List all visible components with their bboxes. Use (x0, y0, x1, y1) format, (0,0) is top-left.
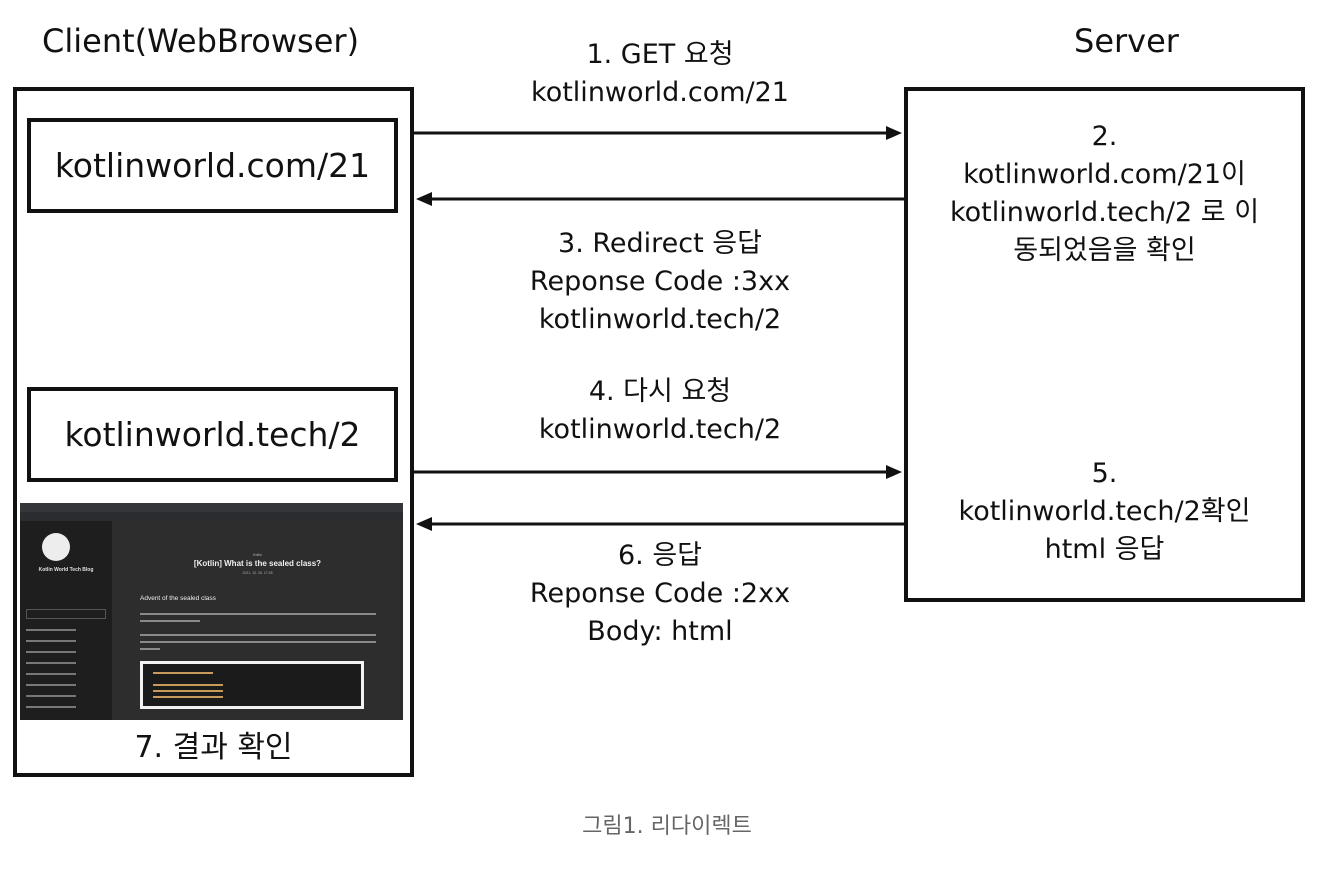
url-box-original: kotlinworld.com/21 (27, 118, 398, 213)
message-step3-line2: Reponse Code :3xx (529, 266, 791, 297)
message-step6-line3: Body: html (587, 616, 733, 647)
server-step2: 2. kotlinworld.com/21이 kotlinworld.tech/… (904, 118, 1305, 270)
server-box (904, 87, 1305, 602)
arrowhead-step3 (416, 192, 432, 206)
screenshot-code-line (153, 684, 223, 686)
url-box-redirected-label: kotlinworld.tech/2 (64, 415, 361, 454)
message-step6-line2: Reponse Code :2xx (529, 578, 791, 609)
server-step2-line4: 동되었음을 확인 (1013, 235, 1196, 266)
message-step3-line3: kotlinworld.tech/2 (538, 304, 782, 335)
server-step5-line2: kotlinworld.tech/2확인 (958, 496, 1251, 527)
screenshot-code-line (153, 690, 223, 692)
screenshot-post-category: Kotlin (253, 553, 262, 557)
screenshot-post: Kotlin [Kotlin] What is the sealed class… (112, 521, 403, 720)
screenshot-tab-bar (20, 503, 403, 512)
arrowhead-step4 (886, 465, 902, 479)
screenshot-section-heading: Advent of the sealed class (140, 595, 216, 602)
screenshot-post-title: [Kotlin] What is the sealed class? (193, 559, 322, 568)
screenshot-sidebar-links (26, 629, 76, 717)
message-step4-line1: 4. 다시 요청 (588, 376, 732, 407)
screenshot-avatar (42, 533, 70, 561)
screenshot-code-line (153, 696, 223, 698)
screenshot-text-line (140, 641, 376, 643)
client-title: Client(WebBrowser) (42, 22, 360, 60)
screenshot-text-line (140, 648, 160, 650)
screenshot-code-line (153, 672, 213, 674)
screenshot-code-block (140, 661, 364, 709)
server-step2-line2: kotlinworld.com/21이 (963, 159, 1246, 190)
screenshot-text-line (140, 613, 376, 615)
screenshot-text-line (140, 634, 376, 636)
server-step5-line1: 5. (1091, 458, 1118, 489)
screenshot-text-line (140, 620, 200, 622)
url-box-redirected: kotlinworld.tech/2 (27, 387, 398, 482)
message-step6: 6. 응답 Reponse Code :2xx Body: html (470, 537, 850, 651)
screenshot-post-date: 2021. 10. 26. 17:28 (242, 571, 273, 575)
screenshot-blog-name: Kotlin World Tech Blog (38, 567, 94, 573)
browser-screenshot: Kotlin World Tech Blog Kotlin [Kotlin] W… (20, 503, 403, 720)
screenshot-search-box (26, 609, 106, 619)
figure-caption: 그림1. 리다이렉트 (582, 814, 752, 839)
server-step5-line3: html 응답 (1044, 534, 1165, 565)
message-step1-line1: 1. GET 요청 (586, 39, 734, 70)
screenshot-bookmarks-bar (20, 512, 403, 521)
message-step6-line1: 6. 응답 (617, 540, 703, 571)
message-step1-line2: kotlinworld.com/21 (531, 77, 789, 108)
arrowhead-step1 (886, 126, 902, 140)
server-step2-line3: kotlinworld.tech/2 로 이 (949, 197, 1260, 228)
screenshot-sidebar: Kotlin World Tech Blog (20, 521, 112, 720)
message-step4: 4. 다시 요청 kotlinworld.tech/2 (470, 373, 850, 449)
message-step1: 1. GET 요청 kotlinworld.com/21 (470, 36, 850, 112)
message-step4-line2: kotlinworld.tech/2 (538, 414, 782, 445)
message-step3-line1: 3. Redirect 응답 (558, 228, 762, 259)
message-step3: 3. Redirect 응답 Reponse Code :3xx kotlinw… (470, 225, 850, 339)
arrowhead-step6 (416, 517, 432, 531)
result-label: 7. 결과 확인 (134, 730, 293, 765)
server-title: Server (1074, 22, 1179, 60)
server-step5: 5. kotlinworld.tech/2확인 html 응답 (904, 455, 1305, 569)
url-box-original-label: kotlinworld.com/21 (54, 146, 371, 185)
server-step2-line1: 2. (1091, 121, 1118, 152)
